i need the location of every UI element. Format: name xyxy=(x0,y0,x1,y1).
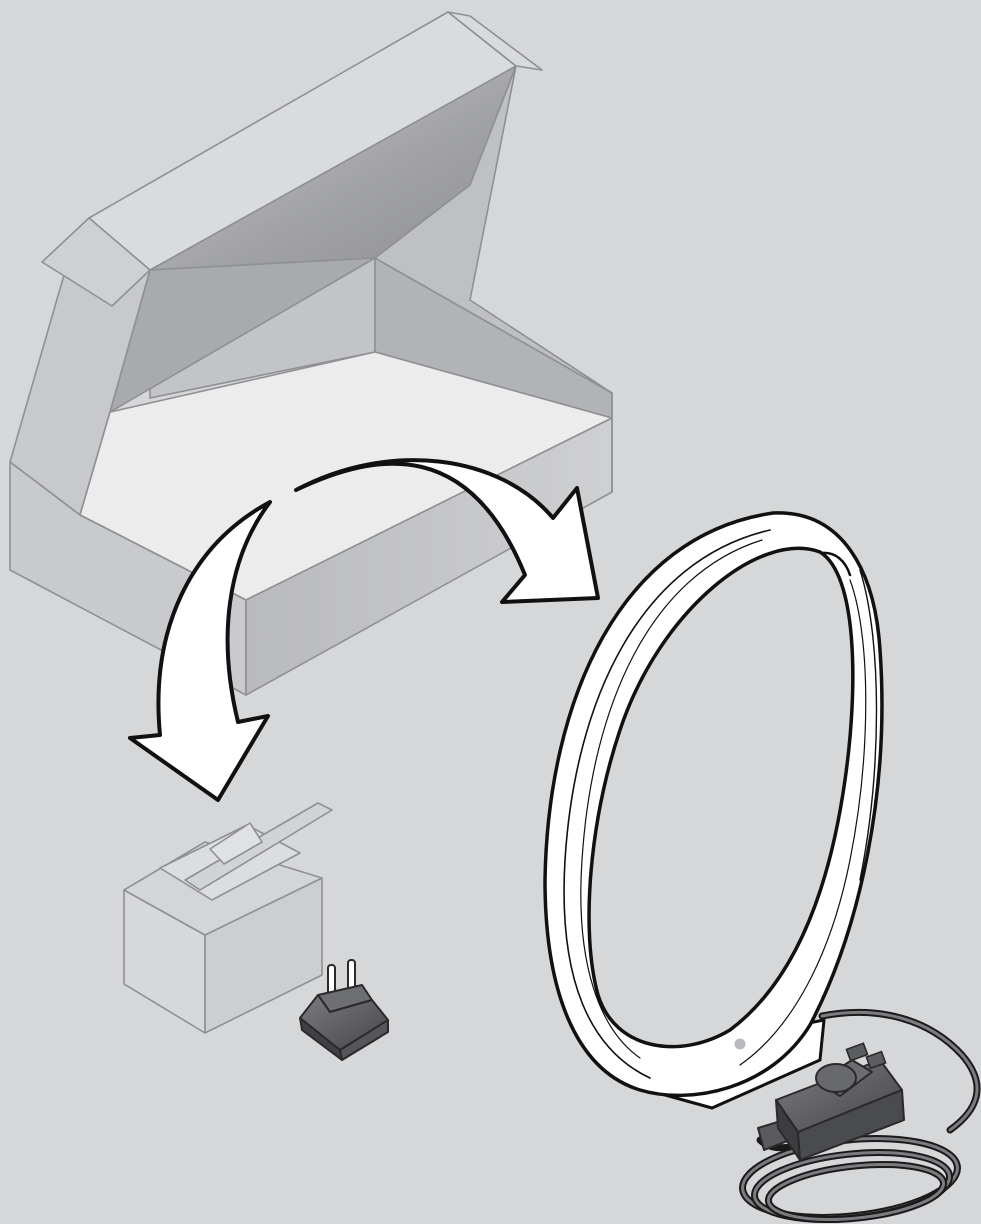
plug-adapter xyxy=(299,959,389,1061)
curved-arrow-to-lamp xyxy=(294,458,600,604)
open-shipping-box xyxy=(9,11,613,696)
curved-arrow-to-small-box xyxy=(128,500,272,802)
cable-coil xyxy=(739,1135,961,1223)
ring-lamp xyxy=(543,511,884,1110)
small-accessory-box xyxy=(123,802,333,1034)
power-adapter-with-cable xyxy=(739,1008,981,1223)
